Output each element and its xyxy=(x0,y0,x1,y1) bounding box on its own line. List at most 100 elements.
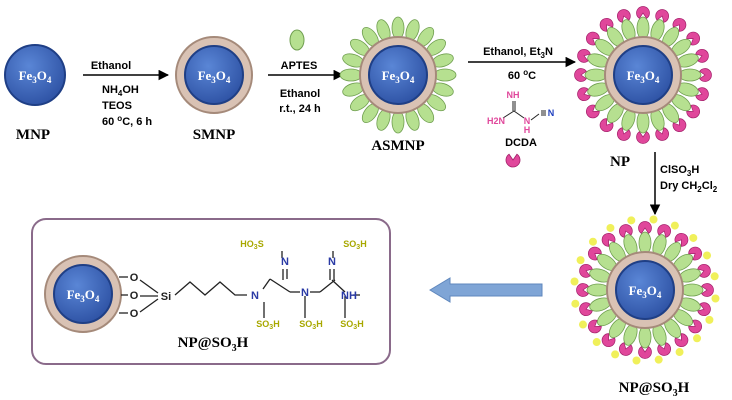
so3h-dot xyxy=(689,233,698,242)
svg-text:O: O xyxy=(130,290,139,302)
dcda-group xyxy=(579,302,593,317)
big-left-arrow xyxy=(429,277,543,303)
so3h-dot xyxy=(693,334,702,343)
step3-line1: Ethanol, Et3N xyxy=(483,46,553,60)
step1-reagent: Ethanol xyxy=(91,60,131,72)
so3h-dot xyxy=(606,223,615,232)
dcda-group xyxy=(672,17,687,32)
so3h-dot xyxy=(649,215,658,224)
so3h-dot xyxy=(578,320,587,329)
aptes-rod xyxy=(680,283,704,297)
svg-text:NH: NH xyxy=(341,290,357,302)
svg-text:Fe3O4: Fe3O4 xyxy=(67,287,100,304)
so3h-dot xyxy=(570,277,579,286)
aptes-rod xyxy=(391,16,405,40)
dcda-group xyxy=(697,263,711,278)
so3h-dot xyxy=(675,348,684,357)
svg-text:N: N xyxy=(328,256,336,268)
dcda-group xyxy=(701,283,714,297)
dcda-group xyxy=(695,48,709,63)
svg-text:Fe3O4: Fe3O4 xyxy=(627,68,660,85)
aptes-rod xyxy=(678,68,702,82)
dcda-group xyxy=(688,246,703,261)
svg-text:H2N: H2N xyxy=(487,116,505,126)
so3h-dot xyxy=(592,338,601,347)
so3h-dot xyxy=(627,216,636,225)
dcda-group xyxy=(601,232,616,247)
so3h-groups: HO3S SO3H SO3H SO3H SO3H xyxy=(240,239,366,331)
so3h-dot xyxy=(670,221,679,230)
step2-line1: Ethanol xyxy=(280,88,320,100)
dcda-group xyxy=(655,127,670,141)
dcda-group xyxy=(576,283,589,297)
aptes-rod xyxy=(638,325,652,349)
dcda-group xyxy=(618,342,633,356)
so3h-dot xyxy=(632,356,641,365)
structure-bonds xyxy=(119,251,360,318)
svg-text:SO3H: SO3H xyxy=(340,319,363,331)
dcda-group xyxy=(699,68,712,82)
dcda-group xyxy=(657,224,672,238)
dcda-group xyxy=(674,232,689,247)
dcda-structure: NH H2N N H N xyxy=(487,90,554,135)
so3h-dot xyxy=(705,315,714,324)
dcda-group xyxy=(599,118,614,133)
dcda-group xyxy=(636,6,650,19)
svg-text:SO3H: SO3H xyxy=(299,319,322,331)
step1-line2: NH4OH xyxy=(102,84,139,98)
dcda-group xyxy=(585,104,600,119)
svg-text:N: N xyxy=(548,108,555,118)
dcda-group xyxy=(585,31,600,46)
dcda-group xyxy=(638,221,652,234)
asmnp-particle: Fe3O4 xyxy=(339,16,457,134)
svg-text:SO3H: SO3H xyxy=(256,319,279,331)
structure-atoms: O O O Si N N N N NH xyxy=(130,256,357,320)
step4-line2: Dry CH2Cl2 xyxy=(660,180,718,194)
svg-text:N: N xyxy=(524,116,531,126)
step3-line2: 60 oC xyxy=(508,68,536,82)
aptes-rod xyxy=(636,110,650,134)
mnp-particle: Fe3O4 xyxy=(4,44,66,106)
smnp-label: SMNP xyxy=(193,127,236,143)
step1-line4: 60 oC, 6 h xyxy=(102,114,152,128)
svg-text:O: O xyxy=(130,308,139,320)
svg-text:O: O xyxy=(130,272,139,284)
mnp-label: MNP xyxy=(16,127,50,143)
step1-line3: TEOS xyxy=(102,100,132,112)
so3h-dot xyxy=(654,355,663,364)
aptes-rod xyxy=(638,231,652,255)
step4-line1: ClSO3H xyxy=(660,164,699,178)
so3h-dot xyxy=(703,251,712,260)
svg-text:N: N xyxy=(251,290,259,302)
so3h-dot xyxy=(571,299,580,308)
dcda-group xyxy=(686,31,701,46)
dcda-group xyxy=(655,9,670,23)
svg-text:Fe3O4: Fe3O4 xyxy=(19,68,52,85)
smnp-particle: Fe3O4 xyxy=(175,36,253,114)
dcda-group xyxy=(688,319,703,334)
dcda-group xyxy=(616,127,631,141)
dcda-group xyxy=(636,131,650,144)
structure-label: NP@SO3H xyxy=(178,335,249,354)
aptes-rod xyxy=(391,110,405,134)
dcda-group xyxy=(574,68,587,82)
so3h-dot xyxy=(611,350,620,359)
dcda-group xyxy=(577,48,591,63)
dcda-group xyxy=(599,17,614,32)
aptes-rod xyxy=(586,283,610,297)
svg-text:H: H xyxy=(524,125,531,135)
svg-text:N: N xyxy=(281,256,289,268)
so3h-dot xyxy=(710,272,719,281)
np-so3h-particle: Fe3O4 xyxy=(570,215,720,365)
svg-text:HO3S: HO3S xyxy=(240,239,263,251)
dcda-group xyxy=(672,118,687,133)
dcda-group xyxy=(695,87,709,102)
dcda-group xyxy=(616,9,631,23)
dcda-group xyxy=(638,346,652,359)
dcda-group xyxy=(579,263,593,278)
aptes-rod xyxy=(636,16,650,40)
so3h-dot xyxy=(711,294,720,303)
structure-particle: Fe3O4 xyxy=(44,255,122,333)
dcda-label: DCDA xyxy=(505,137,537,149)
